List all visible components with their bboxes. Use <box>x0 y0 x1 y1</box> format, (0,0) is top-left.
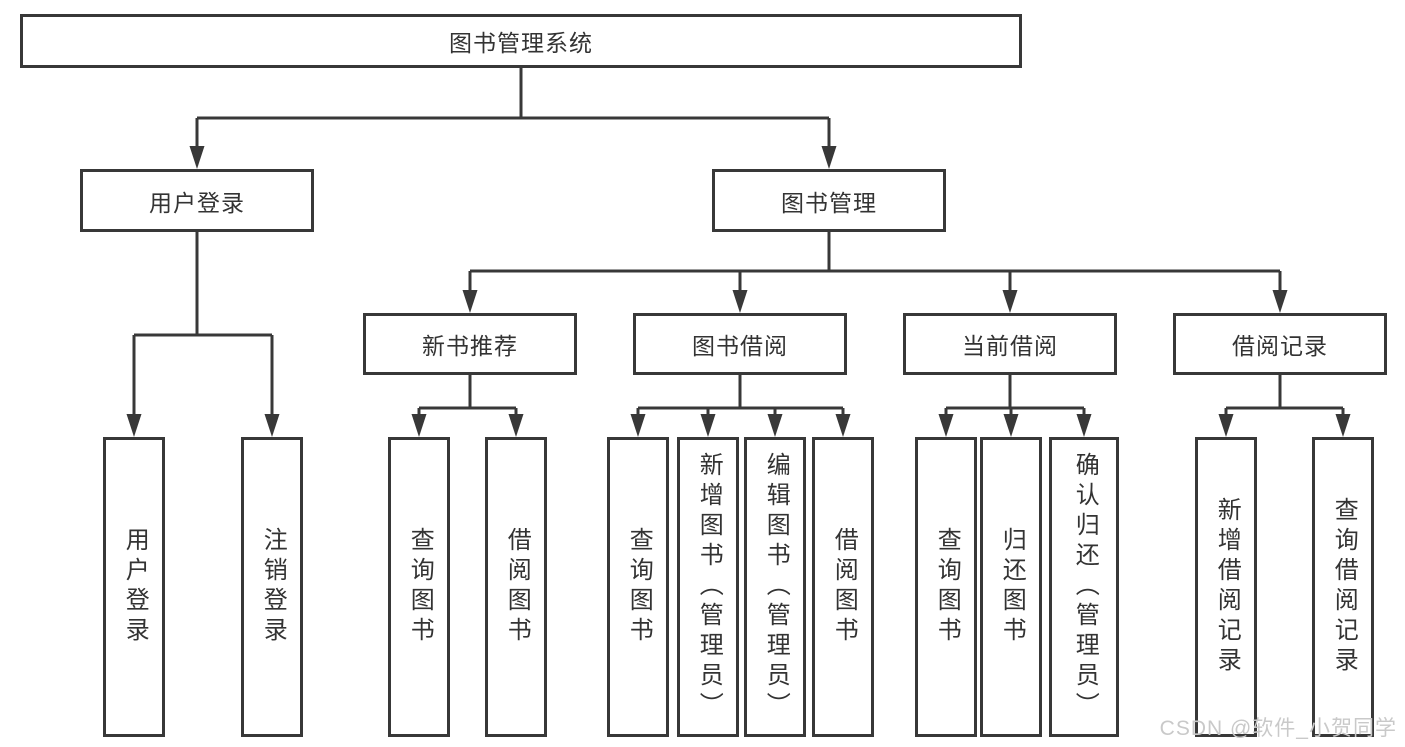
node-new-book-recommendation-label: 新书推荐 <box>422 333 518 359</box>
leaf-logout: 注销登录 <box>241 437 303 737</box>
node-book-management-label: 图书管理 <box>781 189 877 216</box>
node-current-borrowing-label: 当前借阅 <box>962 333 1058 359</box>
leaf-query-books-nb: 查询图书 <box>388 437 450 737</box>
leaf-user-login-label: 用户登录 <box>121 527 149 647</box>
leaf-query-books-cb: 查询图书 <box>915 437 977 737</box>
leaf-query-books-cb-label: 查询图书 <box>933 527 961 647</box>
node-book-borrowing-label: 图书借阅 <box>692 333 788 359</box>
leaf-query-borrow-record: 查询借阅记录 <box>1312 437 1374 737</box>
leaf-borrow-books-nb: 借阅图书 <box>485 437 547 737</box>
leaf-query-books-bb-label: 查询图书 <box>625 527 653 647</box>
leaf-edit-books-admin-label: 编辑图书（管理员） <box>762 452 790 722</box>
leaf-add-books-admin-label: 新增图书（管理员） <box>695 452 723 722</box>
leaf-add-borrow-record: 新增借阅记录 <box>1195 437 1257 737</box>
leaf-logout-label: 注销登录 <box>259 527 287 647</box>
node-library-system: 图书管理系统 <box>20 14 1022 68</box>
node-new-book-recommendation: 新书推荐 <box>363 313 577 375</box>
csdn-watermark: CSDN @软件_小贺同学 <box>1159 717 1397 740</box>
leaf-add-books-admin: 新增图书（管理员） <box>677 437 739 737</box>
leaf-query-books-nb-label: 查询图书 <box>406 527 434 647</box>
node-user-login-label: 用户登录 <box>149 189 245 216</box>
leaf-borrow-books-bb: 借阅图书 <box>812 437 874 737</box>
node-borrowing-records-label: 借阅记录 <box>1232 333 1328 359</box>
node-book-management: 图书管理 <box>712 169 946 232</box>
leaf-user-login: 用户登录 <box>103 437 165 737</box>
node-book-borrowing: 图书借阅 <box>633 313 847 375</box>
leaf-confirm-return-admin: 确认归还（管理员） <box>1049 437 1119 737</box>
node-current-borrowing: 当前借阅 <box>903 313 1117 375</box>
leaf-borrow-books-nb-label: 借阅图书 <box>503 527 531 647</box>
leaf-query-books-bb: 查询图书 <box>607 437 669 737</box>
leaf-add-borrow-record-label: 新增借阅记录 <box>1213 497 1241 677</box>
node-user-login: 用户登录 <box>80 169 314 232</box>
node-borrowing-records: 借阅记录 <box>1173 313 1387 375</box>
leaf-return-books-label: 归还图书 <box>998 527 1026 647</box>
leaf-return-books: 归还图书 <box>980 437 1042 737</box>
leaf-confirm-return-admin-label: 确认归还（管理员） <box>1071 452 1099 722</box>
leaf-edit-books-admin: 编辑图书（管理员） <box>744 437 806 737</box>
leaf-query-borrow-record-label: 查询借阅记录 <box>1330 497 1358 677</box>
node-library-system-label: 图书管理系统 <box>449 30 593 56</box>
leaf-borrow-books-bb-label: 借阅图书 <box>830 527 858 647</box>
